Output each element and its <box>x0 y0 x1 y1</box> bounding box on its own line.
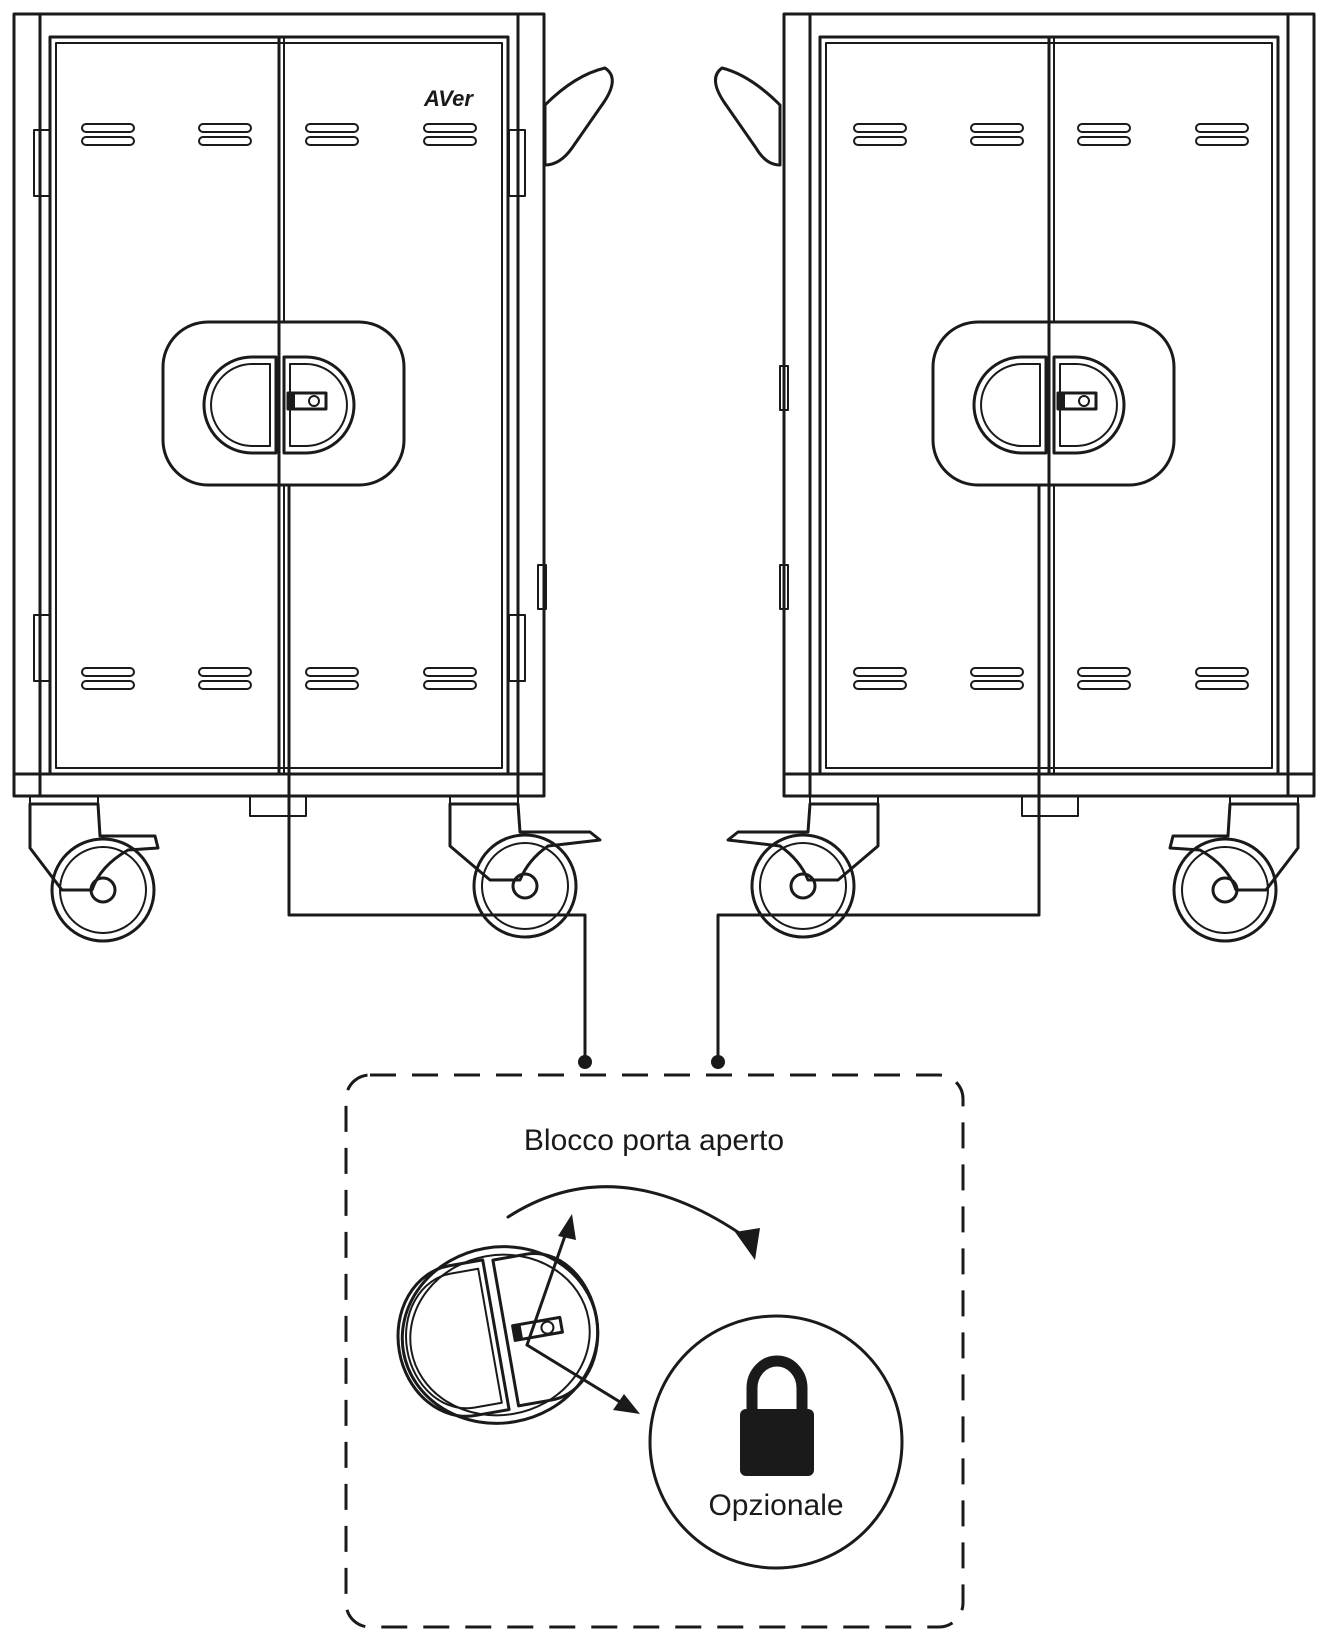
right-lead-endpoint <box>711 1055 725 1069</box>
callout-dashed-border <box>344 1073 965 1629</box>
right-cart-lead-line <box>716 483 1041 1057</box>
brand-logo: AVer <box>423 86 474 111</box>
left-cart-caster-right <box>448 795 602 939</box>
padlock-label: Opzionale <box>708 1489 843 1522</box>
left-cart-lock-plate <box>161 320 406 487</box>
padlock-badge: Opzionale <box>648 1314 904 1570</box>
right-cart-lock-plate <box>931 320 1176 487</box>
left-lead-endpoint <box>578 1055 592 1069</box>
left-cart-caster-left <box>28 795 160 943</box>
right-cart <box>714 12 1316 1057</box>
left-cart-vents-top <box>81 123 477 146</box>
curved-arrow-icon <box>506 1185 760 1260</box>
right-cart-caster-right <box>1168 795 1300 943</box>
pointer-arrow-to-padlock <box>525 1343 640 1414</box>
right-cart-vents-top <box>853 123 1249 146</box>
left-cart-vents-bottom <box>81 667 477 690</box>
padlock-icon <box>740 1355 814 1476</box>
left-cart-lead-line <box>287 483 587 1057</box>
right-cart-handle <box>714 66 782 167</box>
latch-handle <box>396 1245 600 1425</box>
right-cart-vents-bottom <box>853 667 1249 690</box>
callout-title: Blocco porta aperto <box>524 1124 784 1157</box>
detail-callout: Blocco porta aperto <box>344 1073 965 1629</box>
pointer-arrow-up <box>525 1214 576 1347</box>
left-cart: AVer <box>12 12 614 1057</box>
right-cart-caster-left <box>726 795 880 939</box>
left-cart-handle <box>543 66 614 167</box>
